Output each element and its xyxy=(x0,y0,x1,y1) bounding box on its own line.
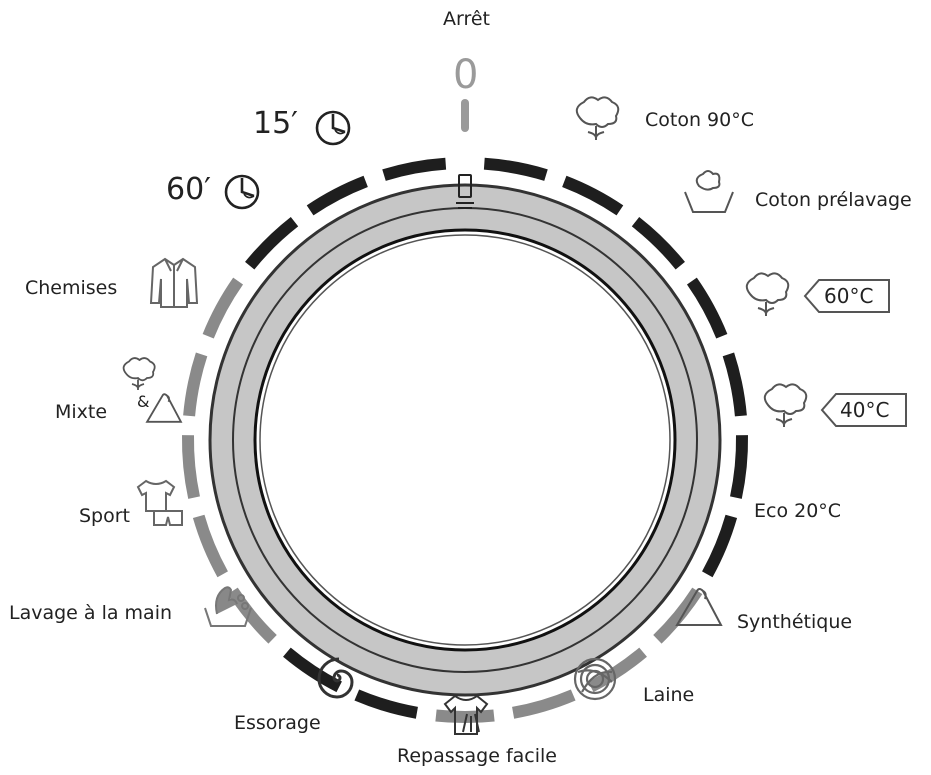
dial-segment-17 xyxy=(202,277,244,339)
dial-segment-20 xyxy=(382,157,447,181)
triangle-icon xyxy=(145,393,183,423)
basin-cotton-icon xyxy=(684,170,734,213)
label-essorage: Essorage xyxy=(234,712,321,734)
dial-segment-0 xyxy=(483,157,548,181)
label-coton60: 60°C xyxy=(824,284,874,308)
cotton-flower-icon xyxy=(122,357,156,390)
wool-icon xyxy=(573,657,617,701)
clock-icon xyxy=(315,110,351,146)
dial-segment-2 xyxy=(631,216,685,270)
dial-segment-6 xyxy=(702,514,738,578)
label-lavage-main: Lavage à la main xyxy=(9,602,173,624)
clock-icon xyxy=(224,174,260,210)
dial-segment-3 xyxy=(686,277,728,339)
temp-tag-60 xyxy=(803,279,890,313)
dial-segment-19 xyxy=(306,175,368,216)
dial-segment-12 xyxy=(283,647,342,693)
shirt-icon xyxy=(149,257,199,308)
label-chemises: Chemises xyxy=(25,277,118,299)
dial-segments xyxy=(181,157,749,723)
iron-shirt-icon xyxy=(443,694,489,735)
label-coton90: Coton 90°C xyxy=(645,109,754,131)
label-sport: Sport xyxy=(79,505,131,527)
sport-clothes-icon xyxy=(136,479,183,526)
label-coton40: 40°C xyxy=(840,398,890,422)
triangle-icon xyxy=(675,588,723,626)
knob-center xyxy=(253,228,677,652)
label-eco20: Eco 20°C xyxy=(754,500,842,522)
knob-pointer-icon xyxy=(456,174,474,209)
dial-segment-14 xyxy=(192,514,228,578)
dial-segment-4 xyxy=(722,352,747,417)
label-coton-prelavage: Coton prélavage xyxy=(755,189,912,211)
dial-segment-15 xyxy=(181,435,200,499)
label-off: Arrêt xyxy=(443,8,491,30)
dial-segment-13 xyxy=(227,587,277,644)
cotton-flower-icon xyxy=(745,272,790,316)
spiral-icon xyxy=(317,657,354,699)
label-synthetique: Synthétique xyxy=(737,611,853,633)
label-repassage: Repassage facile xyxy=(397,745,557,767)
label-quick60: 60′ xyxy=(166,172,211,207)
dial-segment-5 xyxy=(730,435,749,499)
dial-segment-1 xyxy=(562,175,624,216)
label-quick15: 15′ xyxy=(253,106,298,141)
knob-center-edge xyxy=(259,234,671,646)
cotton-flower-icon xyxy=(763,383,808,427)
label-laine: Laine xyxy=(643,684,695,706)
label-mixte-amp: & xyxy=(137,392,150,411)
dial-segment-18 xyxy=(245,216,299,270)
dial-segment-9 xyxy=(511,689,576,719)
hand-wash-icon xyxy=(204,586,252,627)
label-zero: 0 xyxy=(453,52,479,98)
dial-segment-11 xyxy=(354,689,419,719)
dial-segment-10 xyxy=(435,709,495,723)
dial-segment-16 xyxy=(183,352,208,417)
temp-tag-40 xyxy=(820,393,907,427)
cotton-flower-icon xyxy=(575,96,620,140)
label-mixte: Mixte xyxy=(55,401,108,423)
